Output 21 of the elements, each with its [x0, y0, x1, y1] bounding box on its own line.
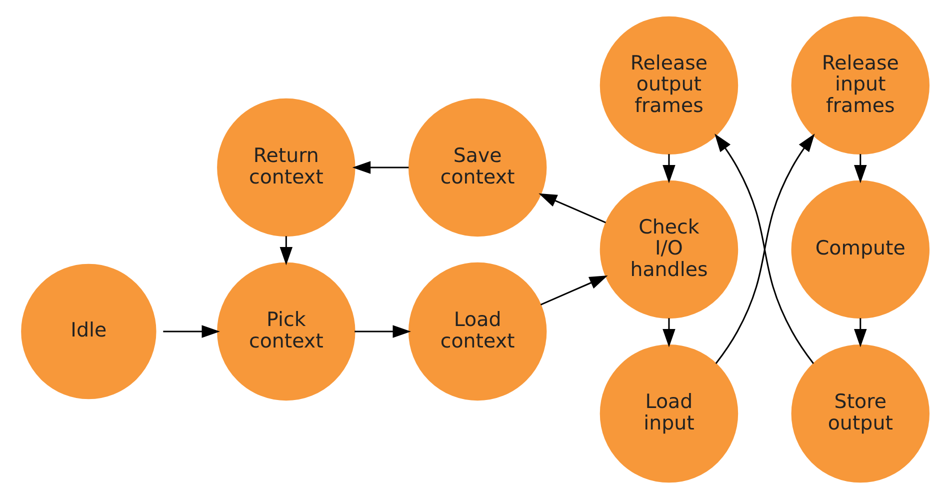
arrow	[662, 318, 676, 347]
arrow	[662, 154, 676, 183]
node-circle: Idle	[20, 262, 158, 400]
arrow	[538, 192, 606, 223]
node-circle: Pick context	[217, 262, 356, 400]
node-circle: Return context	[217, 98, 356, 236]
node-circle: Store output	[791, 344, 930, 482]
arrow	[352, 160, 409, 174]
arrow	[163, 324, 220, 338]
arrow	[354, 324, 411, 338]
node-circle: Load input	[600, 344, 738, 482]
arrow	[280, 236, 293, 265]
arrow	[854, 154, 867, 183]
node-circle: Release input frames	[791, 16, 930, 154]
node-circle: Release output frames	[600, 16, 738, 154]
node-circle: Compute	[791, 180, 930, 318]
arrow	[854, 318, 867, 347]
node-circle: Save context	[408, 98, 547, 236]
node-circle: Load context	[408, 262, 547, 400]
node-circle: Check I/O handles	[600, 180, 738, 318]
arrow	[540, 275, 608, 305]
